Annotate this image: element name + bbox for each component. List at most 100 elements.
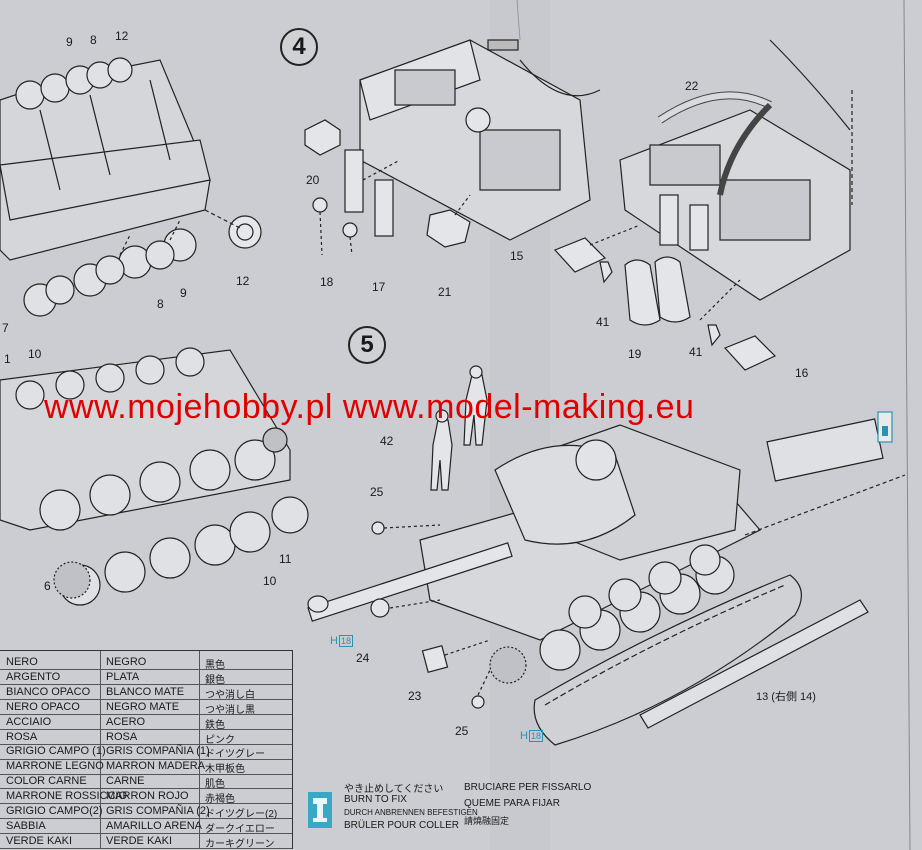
color-name-italian: BIANCO OPACO [6, 685, 91, 698]
color-name-japanese: 黒色 [205, 660, 225, 671]
part-label: 25 [370, 485, 384, 499]
part-label: 41 [689, 345, 703, 359]
burn-text-en: BURN TO FIX [344, 794, 407, 805]
color-table-row: NERO NEGRO 黒色 [0, 655, 292, 671]
color-name-spanish: ACERO [106, 715, 146, 728]
color-name-italian: MARRONE LEGNO [6, 760, 104, 773]
part-label: 23 [408, 689, 422, 703]
color-name-japanese: 赤褐色 [205, 794, 235, 806]
color-name-spanish: NEGRO [106, 656, 147, 668]
color-name-italian: ACCIAIO [6, 715, 52, 728]
lower-hull-drawing [0, 347, 309, 606]
color-table-row: BIANCO OPACO BLANCO MATE つや消し白 [0, 685, 292, 701]
step4-assembled-rear [553, 39, 853, 371]
color-name-japanese: ダークイエロー [205, 823, 275, 835]
color-name-japanese: 肌色 [205, 779, 225, 791]
burn-text-fr: BRÜLER POUR COLLER [344, 820, 460, 831]
watermark-text: www.mojehobby.pl www.model-making.eu [44, 388, 695, 426]
burn-icon [308, 792, 332, 828]
color-name-italian: NERO [6, 656, 38, 668]
part-label: 7 [2, 321, 9, 335]
color-table-row: COLOR CARNE CARNE 肌色 [0, 774, 292, 791]
color-name-japanese: ドイツグレー [205, 749, 265, 761]
part-label: 17 [372, 280, 386, 294]
part-label: 9 [66, 35, 73, 49]
step4-rear-hull [304, 39, 601, 256]
step-5-badge: 5 [348, 326, 386, 364]
color-name-japanese: つや消し白 [205, 689, 255, 701]
color-name-spanish: NEGRO MATE [106, 700, 180, 713]
color-name-italian: MARRONE ROSSICCIO [6, 790, 128, 803]
part-label: 22 [685, 79, 699, 93]
color-name-spanish: CARNE [106, 775, 145, 788]
color-table-row: ARGENTO PLATA 銀色 [0, 670, 292, 686]
color-name-italian: SABBIA [6, 819, 46, 832]
color-table-row: ACCIAIO ACERO 鉄色 [0, 715, 292, 731]
color-name-japanese: 木甲板色 [205, 764, 245, 776]
part-label: 8 [157, 297, 164, 311]
burn-text-de: DURCH ANBRENNEN BEFESTIGEN [344, 808, 478, 817]
color-name-italian: VERDE KAKI [6, 834, 73, 847]
part-label: 20 [306, 173, 320, 187]
step-4-badge: 4 [280, 28, 318, 66]
color-table-row: GRIGIO CAMPO (1)GRIS COMPAÑIA (1)ドイツグレー [0, 744, 292, 761]
color-name-japanese: ドイツグレー(2) [205, 809, 278, 820]
part-label: 13 (右側 14) [756, 691, 816, 703]
part-label: 1 [4, 352, 11, 366]
color-name-spanish: PLATA [106, 670, 140, 683]
burn-to-fix-legend: やき止めしてください BURN TO FIX DURCH ANBRENNEN B… [296, 776, 596, 842]
color-name-spanish: GRIS COMPAÑIA (1) [106, 745, 210, 758]
color-reference-table: NERO NEGRO 黒色 ARGENTO PLATA 銀色 BIANCO OPACO BLA… [0, 650, 293, 850]
color-name-italian: ROSA [6, 730, 38, 743]
burn-text-zh: 請燒融固定 [464, 816, 510, 826]
color-name-spanish: MARRON ROJO [106, 790, 189, 803]
color-name-spanish: VERDE KAKI [106, 834, 173, 847]
part-label: 12 [115, 29, 129, 43]
part-label: 21 [438, 285, 452, 299]
part-label: 11 [279, 552, 292, 566]
color-name-japanese: つや消し黒 [205, 704, 255, 716]
color-table-row: VERDE KAKI VERDE KAKI カーキグリーン [0, 834, 292, 850]
part-label: 42 [380, 434, 394, 448]
color-name-italian: ARGENTO [6, 670, 61, 683]
part-label: 24 [356, 651, 370, 665]
part-label: 10 [263, 574, 277, 588]
part-label: 9 [180, 286, 187, 300]
part-label: 41 [596, 315, 610, 329]
step5-tank-drawing [307, 365, 906, 746]
color-name-italian: COLOR CARNE [6, 775, 87, 788]
part-label: 16 [795, 366, 809, 380]
burn-text-es: QUEME PARA FIJAR [464, 798, 560, 809]
color-name-italian: GRIGIO CAMPO(2) [6, 805, 103, 817]
part-label: 10 [28, 347, 42, 361]
part-label: 18 [320, 275, 334, 289]
color-name-spanish: AMARILLO ARENA [106, 819, 202, 832]
color-name-japanese: ピンク [205, 734, 235, 746]
color-table-row: GRIGIO CAMPO(2)GRIS COMPAÑIA (2)ドイツグレー(2… [0, 804, 292, 820]
part-label: 19 [628, 347, 642, 361]
color-name-japanese: カーキグリーン [205, 838, 275, 850]
part-label: 12 [236, 274, 250, 288]
color-name-italian: GRIGIO CAMPO (1) [6, 745, 106, 758]
color-name-spanish: MARRON MADERA [106, 760, 206, 773]
color-name-spanish: ROSA [106, 730, 138, 743]
upper-hull-drawing [0, 57, 262, 317]
color-name-japanese: 鉄色 [205, 719, 225, 731]
color-table-row: ROSA ROSA ピンク [0, 730, 292, 746]
part-label: 25 [455, 724, 469, 738]
part-label: 15 [510, 249, 524, 263]
burn-text-jp: やき止めしてください [344, 784, 444, 795]
color-name-japanese: 銀色 [205, 674, 225, 686]
color-name-spanish: GRIS COMPAÑIA (2) [106, 805, 210, 817]
burn-text-it: BRUCIARE PER FISSARLO [464, 782, 592, 793]
color-name-spanish: BLANCO MATE [106, 685, 185, 698]
part-label: 8 [90, 33, 97, 47]
